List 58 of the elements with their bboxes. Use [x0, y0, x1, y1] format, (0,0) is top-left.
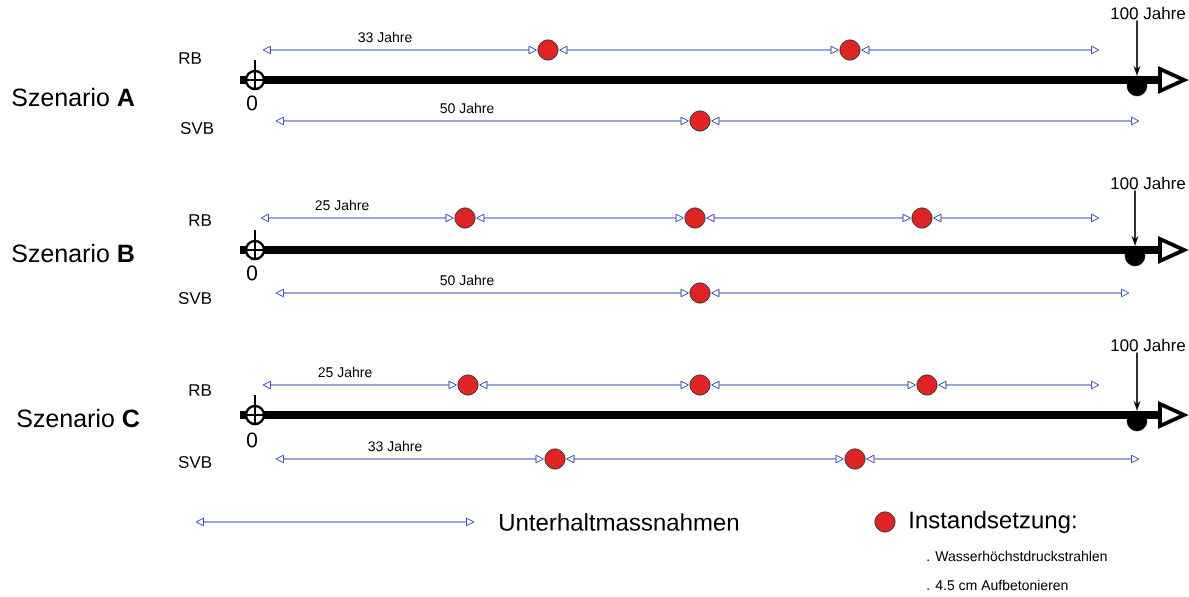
row-label: SVB — [180, 122, 214, 134]
tick-label: 0 — [247, 432, 257, 448]
row-label: RB — [179, 52, 201, 64]
legend-text: Instandsetzung: — [910, 510, 1076, 534]
repair-dot — [684, 207, 706, 229]
interval-arrow — [275, 116, 689, 126]
repair-dot — [457, 374, 479, 396]
repair-dot — [911, 207, 933, 229]
interval-arrow — [262, 380, 457, 390]
interval-arrow — [275, 288, 689, 298]
edge-label: 50 Jahre — [440, 102, 494, 114]
interval-arrow — [706, 213, 911, 223]
edge-label: 50 Jahre — [440, 274, 494, 286]
repair-dot — [844, 448, 866, 470]
end-dot — [1126, 410, 1148, 432]
end-dot — [1126, 75, 1148, 97]
repair-dot — [689, 110, 711, 132]
repair-dot — [689, 374, 711, 396]
year-label: 100 Jahre — [1111, 176, 1186, 190]
interval-arrow — [262, 45, 537, 55]
note-text: . Wasserhöchstdruckstrahlen — [927, 550, 1107, 562]
interval-arrow — [476, 213, 684, 223]
edge-label: 33 Jahre — [368, 440, 422, 452]
repair-dot — [916, 374, 938, 396]
legend-text: Unterhaltmassnahmen — [500, 513, 739, 531]
repair-dot — [839, 39, 861, 61]
year-label: 100 Jahre — [1111, 338, 1186, 352]
tick-label: 0 — [247, 265, 257, 281]
interval-arrow — [559, 45, 839, 55]
edge-label: 33 Jahre — [358, 31, 412, 43]
edge-label: 25 Jahre — [318, 366, 372, 378]
interval-arrow — [933, 213, 1100, 223]
repair-dot — [537, 39, 559, 61]
interval-arrow — [938, 380, 1100, 390]
row-label: SVB — [178, 455, 212, 468]
interval-arrow — [275, 454, 544, 464]
scenario-title: Szenario C — [17, 408, 140, 428]
interval-arrow — [861, 45, 1100, 55]
repair-dot — [689, 282, 711, 304]
end-dot — [1124, 245, 1146, 267]
row-label: SVB — [178, 292, 212, 304]
interval-arrow — [711, 116, 1140, 126]
row-label: RB — [189, 384, 211, 396]
scenario-title: Szenario B — [12, 243, 134, 263]
interval-arrow — [711, 380, 916, 390]
repair-dot — [454, 207, 476, 229]
note-text: . 4.5 cm Aufbetonieren — [927, 579, 1068, 591]
interval-arrow — [711, 288, 1130, 298]
interval-arrow — [479, 380, 689, 390]
scenario-title: Szenario A — [12, 87, 135, 107]
interval-arrow — [566, 454, 844, 464]
repair-dot — [544, 448, 566, 470]
tick-label: 0 — [247, 95, 257, 111]
row-label: RB — [189, 214, 211, 226]
edge-label: 25 Jahre — [315, 199, 369, 211]
interval-arrow — [866, 454, 1140, 464]
year-label: 100 Jahre — [1111, 6, 1186, 20]
interval-arrow — [260, 213, 454, 223]
